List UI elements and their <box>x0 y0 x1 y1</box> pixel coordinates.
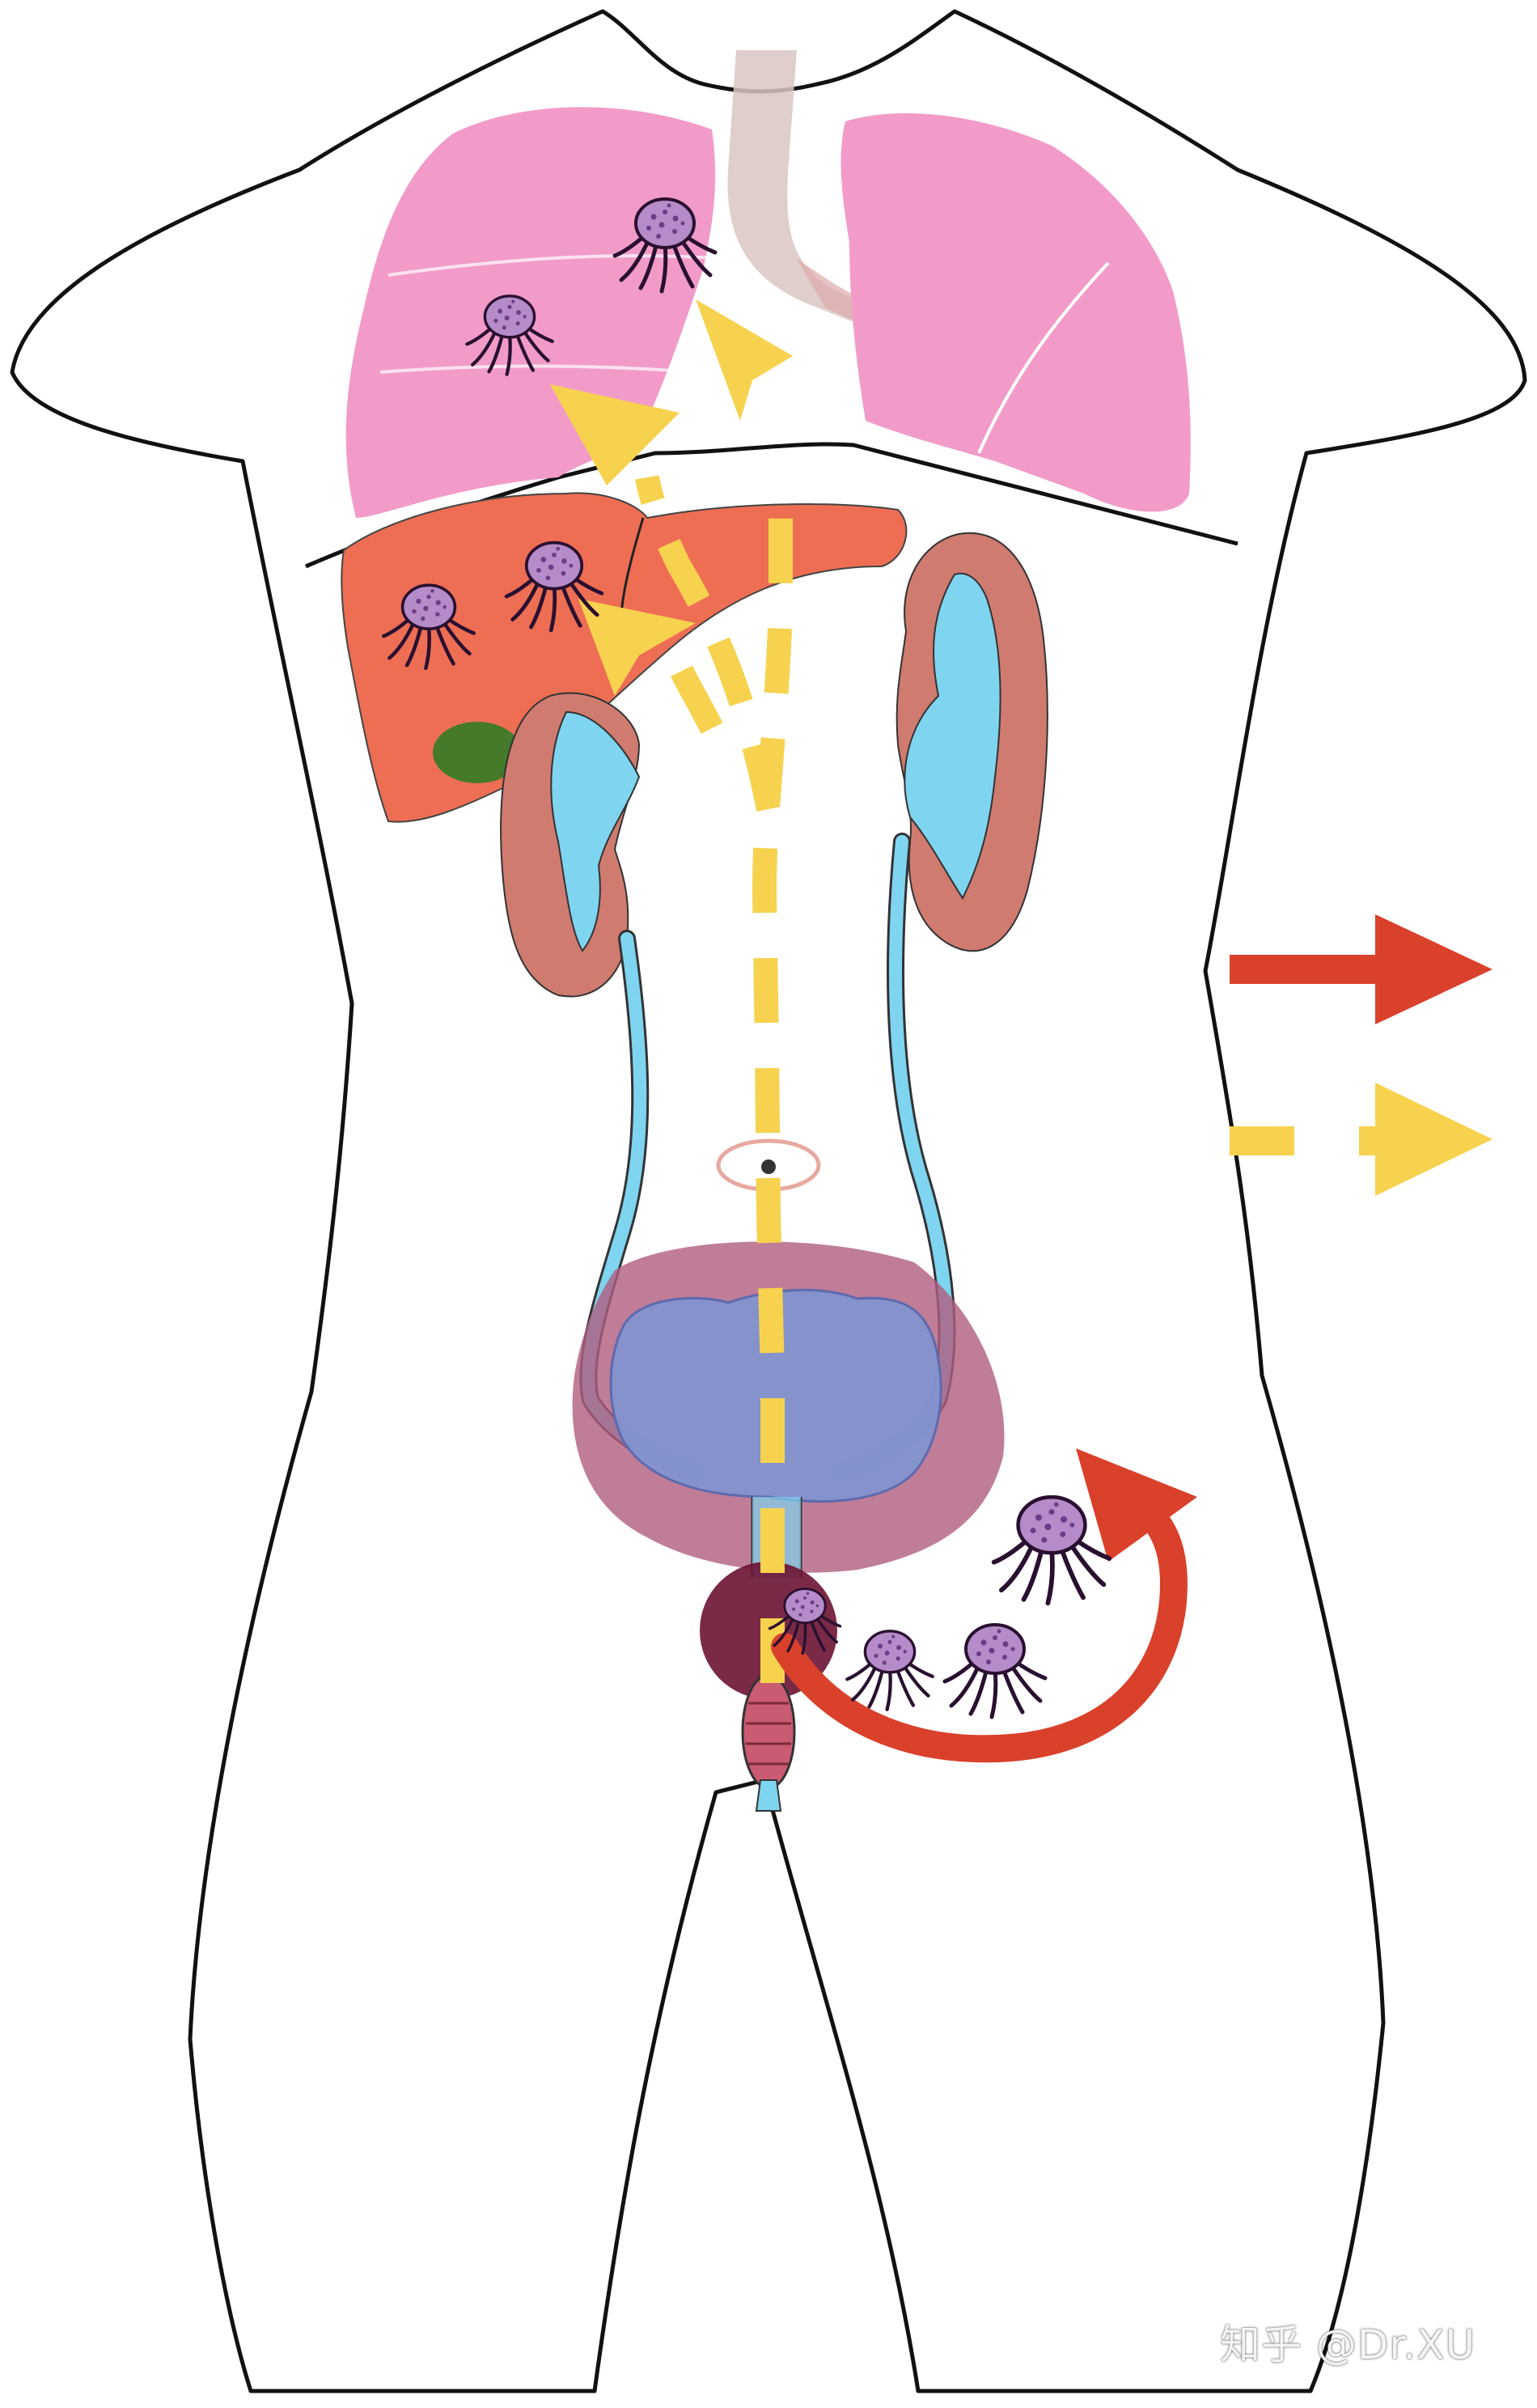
right-lung <box>840 113 1191 512</box>
spread-path-central <box>635 475 793 1683</box>
right-lung-fissure <box>977 261 1110 454</box>
spread-arrowhead-lung-1 <box>696 299 793 421</box>
falciform-ligament <box>620 517 645 616</box>
legend-direct-arrow <box>1230 914 1493 1024</box>
urethra <box>741 1673 796 1812</box>
left-kidney <box>500 692 641 998</box>
gallbladder <box>433 722 522 783</box>
direct-invasion-arrow <box>771 1448 1197 1763</box>
left-lung-fissure <box>379 254 729 374</box>
spread-arrowhead-liver <box>578 599 696 696</box>
bladder <box>572 1241 1005 1578</box>
watermark: 知乎 @Dr.XU <box>1220 2321 1476 2368</box>
legend <box>1230 914 1493 1196</box>
right-kidney <box>896 532 1048 952</box>
spread-arrowhead-lung-2 <box>550 384 680 485</box>
legend-spread-arrow <box>1230 1083 1493 1196</box>
